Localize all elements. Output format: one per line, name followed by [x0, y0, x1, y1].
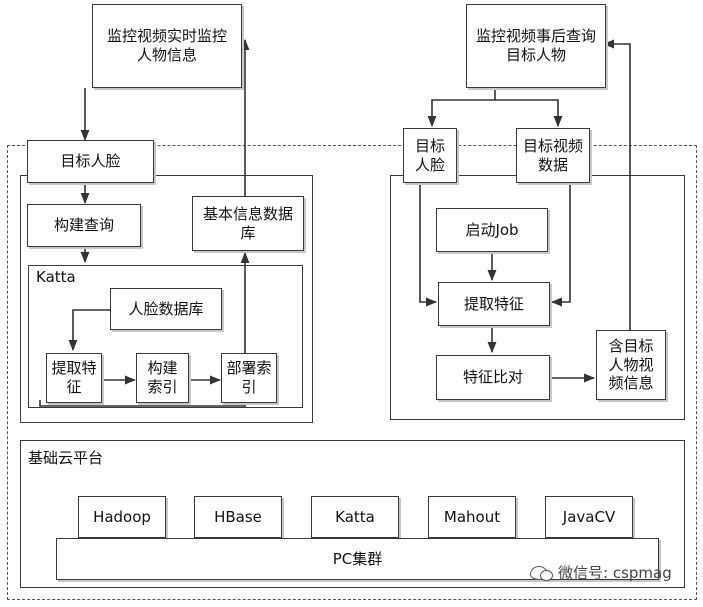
javacv-box: JavaCV — [545, 496, 633, 538]
platform-label: 基础云平台 — [28, 449, 104, 467]
system-boundary — [7, 145, 697, 600]
target-face-box-right: 目标人脸 — [403, 128, 457, 183]
basic-info-db-box: 基本信息数据库 — [192, 196, 304, 251]
katta-label: Katta — [36, 268, 76, 286]
face-db-box: 人脸数据库 — [110, 288, 222, 330]
extract-feature-box-right: 提取特征 — [438, 282, 550, 326]
platform-frame — [20, 440, 685, 588]
result-video-info-box: 含目标人物视频信息 — [596, 330, 666, 400]
posthoc-query-box: 监控视频事后查询目标人物 — [466, 4, 606, 88]
build-index-box: 构建索引 — [136, 353, 189, 403]
target-video-data-box: 目标视频数据 — [516, 128, 590, 183]
start-job-box: 启动Job — [436, 208, 548, 252]
watermark-text: 微信号: cspmag — [558, 564, 672, 582]
left-panel-frame — [20, 175, 313, 423]
pc-cluster-box: PC集群 — [56, 538, 659, 580]
realtime-monitor-box: 监控视频实时监控人物信息 — [92, 4, 242, 88]
build-query-box: 构建查询 — [27, 204, 141, 247]
target-face-box: 目标人脸 — [27, 140, 154, 183]
watermark: 微信号: cspmag — [530, 562, 672, 583]
feature-compare-box: 特征比对 — [436, 355, 550, 400]
hadoop-box: Hadoop — [78, 496, 166, 538]
katta-frame — [28, 265, 303, 408]
hbase-box: HBase — [194, 496, 282, 538]
deploy-index-box: 部署索引 — [221, 353, 277, 403]
mahout-box: Mahout — [428, 496, 516, 538]
katta-box: Katta — [311, 496, 399, 538]
extract-feature-box-left: 提取特征 — [46, 353, 102, 403]
wechat-icon — [530, 565, 553, 581]
